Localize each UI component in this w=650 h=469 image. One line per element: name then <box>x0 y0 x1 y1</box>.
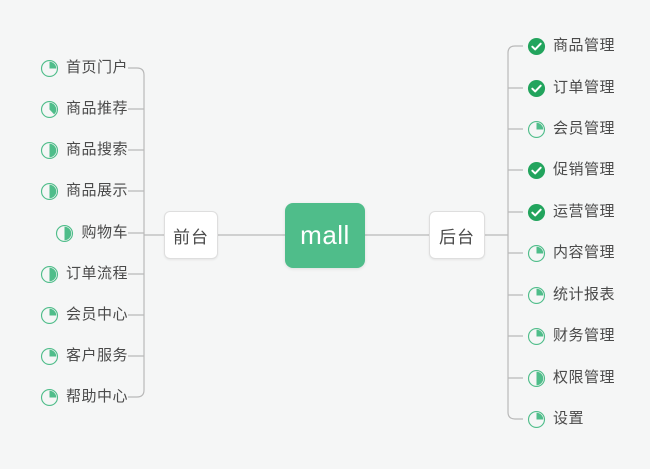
pie-progress-icon <box>40 347 59 365</box>
node-root-label: mall <box>300 220 350 250</box>
frontend-item-label: 会员中心 <box>65 306 128 323</box>
frontend-item[interactable]: 商品展示 <box>40 178 128 204</box>
frontend-item[interactable]: 帮助中心 <box>40 384 128 410</box>
pie-progress-icon <box>527 286 546 304</box>
pie-progress-icon <box>40 265 59 283</box>
frontend-item-label: 首页门户 <box>65 59 128 76</box>
node-backend[interactable]: 后台 <box>429 211 485 259</box>
backend-item-label: 会员管理 <box>553 120 616 137</box>
frontend-item[interactable]: 商品搜索 <box>40 137 128 163</box>
node-frontend[interactable]: 前台 <box>164 211 218 259</box>
branch-line <box>128 45 523 420</box>
check-circle-icon <box>527 79 546 97</box>
pie-progress-icon <box>527 244 546 262</box>
node-root[interactable]: mall <box>285 203 365 268</box>
node-backend-label: 后台 <box>439 227 475 247</box>
frontend-item-label: 商品展示 <box>65 182 128 199</box>
backend-item[interactable]: 权限管理 <box>527 365 615 391</box>
backend-item-label: 设置 <box>553 410 585 427</box>
frontend-item[interactable]: 订单流程 <box>40 261 128 287</box>
pie-progress-icon <box>527 327 546 345</box>
frontend-item-label: 商品搜索 <box>65 141 128 158</box>
frontend-item[interactable]: 客户服务 <box>40 343 128 369</box>
pie-progress-icon <box>527 410 546 428</box>
frontend-item[interactable]: 首页门户 <box>40 55 128 81</box>
pie-progress-icon <box>40 59 59 77</box>
backend-item-label: 权限管理 <box>553 369 616 386</box>
frontend-item[interactable]: 商品推荐 <box>40 96 128 122</box>
backend-item[interactable]: 财务管理 <box>527 323 615 349</box>
backend-item[interactable]: 商品管理 <box>527 33 615 59</box>
frontend-item-label: 订单流程 <box>65 265 128 282</box>
pie-progress-icon <box>40 306 59 324</box>
backend-item-label: 内容管理 <box>553 244 616 261</box>
check-circle-icon <box>527 203 546 221</box>
backend-item-label: 订单管理 <box>553 79 616 96</box>
pie-progress-icon <box>40 100 59 118</box>
check-circle-icon <box>527 161 546 179</box>
frontend-item[interactable]: 会员中心 <box>40 302 128 328</box>
pie-progress-icon <box>527 369 546 387</box>
frontend-item-label: 客户服务 <box>65 347 128 364</box>
backend-item[interactable]: 统计报表 <box>527 282 615 308</box>
frontend-item-label: 帮助中心 <box>65 388 128 405</box>
pie-progress-icon <box>56 224 74 242</box>
backend-item-label: 统计报表 <box>553 286 616 303</box>
pie-progress-icon <box>40 182 59 200</box>
pie-progress-icon <box>40 388 59 406</box>
backend-item-label: 促销管理 <box>553 161 616 178</box>
check-circle-icon <box>527 37 546 55</box>
backend-item-label: 运营管理 <box>553 203 616 220</box>
backend-item[interactable]: 设置 <box>527 406 584 432</box>
backend-item[interactable]: 促销管理 <box>527 157 615 183</box>
pie-progress-icon <box>527 120 546 138</box>
backend-item[interactable]: 订单管理 <box>527 75 615 101</box>
frontend-item-label: 购物车 <box>81 224 128 241</box>
frontend-item[interactable]: 购物车 <box>55 220 128 246</box>
pie-progress-icon <box>40 141 59 159</box>
frontend-item-label: 商品推荐 <box>65 100 128 117</box>
node-frontend-label: 前台 <box>173 227 209 247</box>
backend-item[interactable]: 运营管理 <box>527 199 615 225</box>
backend-item[interactable]: 内容管理 <box>527 240 615 266</box>
backend-item-label: 商品管理 <box>553 37 616 54</box>
backend-item[interactable]: 会员管理 <box>527 116 615 142</box>
backend-item-label: 财务管理 <box>553 327 616 344</box>
